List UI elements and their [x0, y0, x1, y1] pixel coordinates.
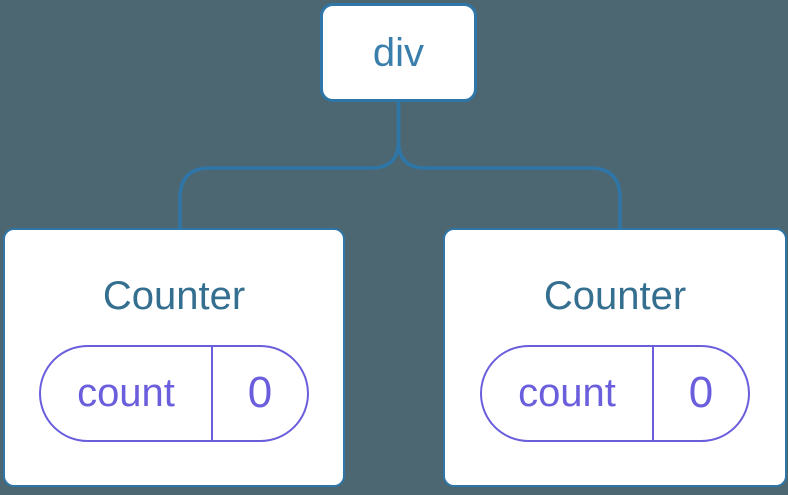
state-pill-divider: [652, 346, 654, 440]
state-value: 0: [247, 368, 273, 417]
state-pill: count 0: [480, 344, 750, 442]
connector-branch-right: [396, 102, 622, 228]
state-pill: count 0: [39, 344, 309, 442]
connector-branch-left: [178, 102, 401, 228]
root-node-label: div: [372, 30, 425, 75]
component-title: Counter: [543, 273, 687, 318]
state-pill-divider: [211, 346, 213, 440]
tree-node-div: div: [320, 3, 477, 102]
state-key: count: [518, 370, 616, 415]
state-key: count: [77, 370, 175, 415]
state-value: 0: [688, 368, 714, 417]
tree-node-counter-right: Counter count 0: [443, 228, 787, 487]
tree-node-counter-left: Counter count 0: [3, 228, 345, 487]
component-title: Counter: [102, 273, 246, 318]
